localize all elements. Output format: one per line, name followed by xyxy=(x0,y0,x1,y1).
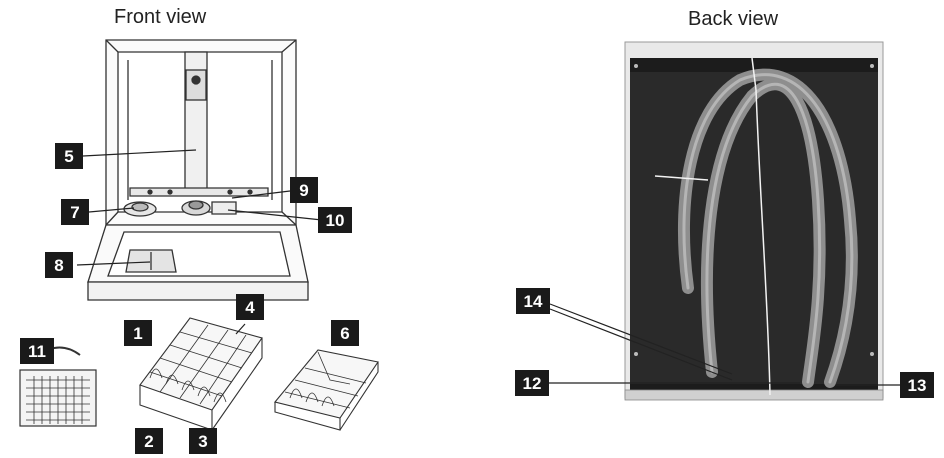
callout-badge-1: 1 xyxy=(124,320,152,346)
callout-badge-5: 5 xyxy=(55,143,83,169)
callout-label-11: 11 xyxy=(28,342,46,361)
callout-label-5: 5 xyxy=(64,147,73,166)
callout-badge-12: 12 xyxy=(515,370,549,396)
callout-label-3: 3 xyxy=(198,432,207,451)
leader-lines xyxy=(76,149,900,386)
callout-badge-10: 10 xyxy=(318,207,352,233)
callout-badge-2: 2 xyxy=(135,428,163,454)
callout-label-1: 1 xyxy=(133,324,142,343)
back-view-title: Back view xyxy=(688,8,779,30)
callout-badge-4: 4 xyxy=(236,294,264,320)
callout-label-4: 4 xyxy=(245,298,255,317)
callout-badge-9: 9 xyxy=(290,177,318,203)
callout-badge-14: 14 xyxy=(516,288,550,314)
cutlery-basket-illustration xyxy=(19,346,97,427)
callout-badge-7: 7 xyxy=(61,199,89,225)
front-view-title: Front view xyxy=(114,6,207,28)
lower-rack-illustration xyxy=(274,349,379,431)
callout-badge-3: 3 xyxy=(189,428,217,454)
callout-label-8: 8 xyxy=(54,256,63,275)
callout-label-9: 9 xyxy=(299,181,308,200)
callout-badge-8: 8 xyxy=(45,252,73,278)
callout-label-12: 12 xyxy=(523,374,542,393)
upper-rack-illustration xyxy=(139,317,263,431)
callout-badge-13: 13 xyxy=(900,372,934,398)
callout-badge-11: 11 xyxy=(20,338,54,364)
callout-label-14: 14 xyxy=(524,292,543,311)
callout-label-6: 6 xyxy=(340,324,349,343)
callout-label-13: 13 xyxy=(908,376,927,395)
callout-label-2: 2 xyxy=(144,432,153,451)
callout-badge-6: 6 xyxy=(331,320,359,346)
dishwasher-front-illustration xyxy=(87,39,309,301)
callout-label-10: 10 xyxy=(326,211,345,230)
callout-label-7: 7 xyxy=(70,203,79,222)
dishwasher-back-illustration xyxy=(624,41,884,401)
